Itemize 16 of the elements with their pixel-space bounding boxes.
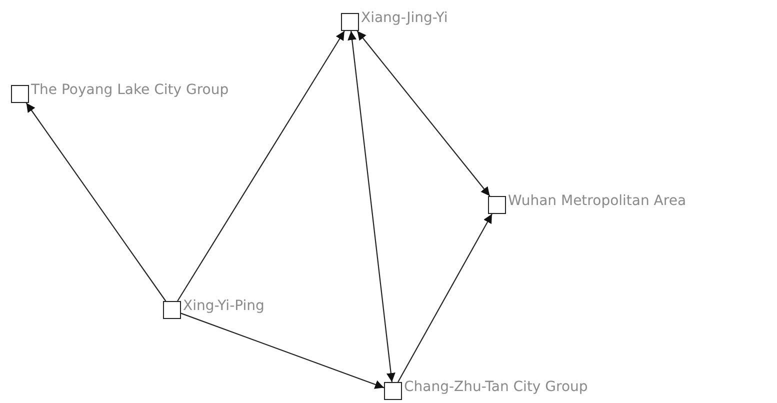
- arrow: [26, 102, 166, 302]
- arrow: [180, 312, 384, 389]
- node-square: [163, 301, 181, 319]
- node-square: [384, 382, 402, 400]
- node-label: Wuhan Metropolitan Area: [508, 192, 686, 210]
- arrow: [348, 30, 396, 382]
- node-square: [341, 13, 359, 31]
- arrow: [177, 30, 345, 302]
- node-label: Xiang-Jing-Yi: [361, 9, 448, 27]
- arrow: [398, 214, 492, 382]
- arrow: [356, 30, 490, 196]
- node-label: Xing-Yi-Ping: [183, 297, 264, 315]
- node-square: [11, 85, 29, 103]
- node-label: Chang-Zhu-Tan City Group: [404, 378, 588, 396]
- node-label: The Poyang Lake City Group: [31, 81, 229, 99]
- node-square: [488, 196, 506, 214]
